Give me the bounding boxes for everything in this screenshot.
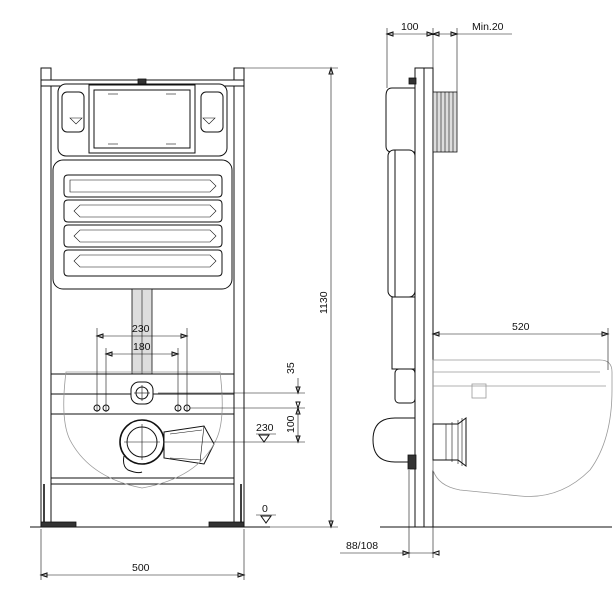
- cistern-ribs: [63, 174, 223, 277]
- frame-right-post: [233, 67, 245, 528]
- bowl-outline-front: [63, 371, 223, 489]
- dim-min20: Min.20: [472, 21, 504, 33]
- dim-1130: 1130: [318, 291, 330, 314]
- dim-230-level: 230: [256, 422, 274, 434]
- dim-88-108: 88/108: [346, 540, 378, 552]
- bowl-outline-side: [432, 359, 613, 497]
- dim-0-level: 0: [262, 503, 268, 515]
- cistern-left-lug: [61, 91, 85, 133]
- dim-520: 520: [512, 321, 530, 333]
- frame-bottom-rail: [50, 477, 235, 485]
- bowl-connector: [432, 417, 467, 467]
- dim-100-depth: 100: [401, 21, 419, 33]
- dim-500: 500: [132, 562, 150, 574]
- cistern-side-body: [387, 149, 416, 298]
- dim-35: 35: [285, 362, 297, 374]
- front-view: 500 1130 230 180 35 100 230 0: [30, 66, 338, 580]
- drain-bend: [163, 425, 215, 465]
- cistern-side-top: [385, 87, 416, 153]
- side-view: 100 Min.20 520 88/108: [340, 21, 613, 558]
- drain-outlet-side: [372, 417, 416, 463]
- frame-right-foot: [208, 521, 245, 528]
- frame-left-foot: [40, 521, 77, 528]
- dim-100: 100: [285, 415, 297, 433]
- dim-230-top: 230: [132, 323, 150, 335]
- frame-left-post: [40, 67, 52, 528]
- dim-180: 180: [133, 341, 151, 353]
- flush-plate-inner: [93, 89, 191, 149]
- top-clip: [137, 78, 147, 85]
- cistern-right-lug: [200, 91, 224, 133]
- flush-pipe-side: [391, 296, 416, 370]
